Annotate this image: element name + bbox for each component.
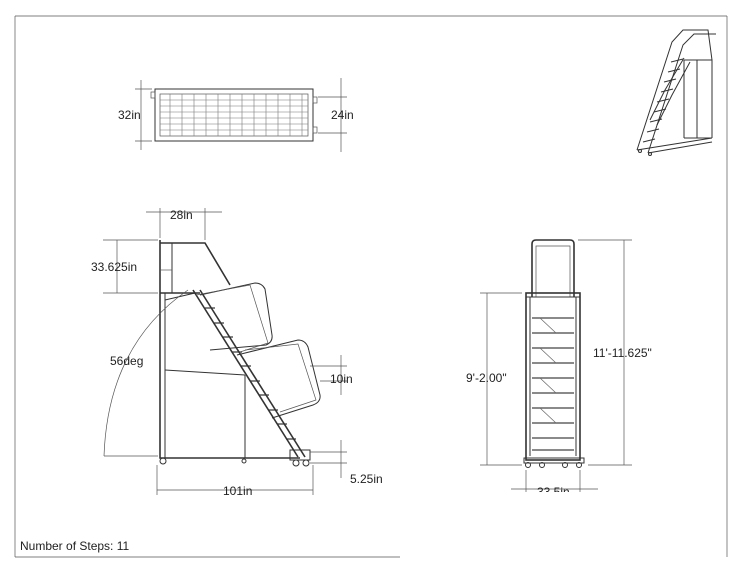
top-platform-label: 24in [331, 108, 354, 122]
overall-height-label: 11'-11.625" [593, 346, 652, 360]
front-view [480, 239, 632, 492]
rail-height-label: 33.625in [91, 260, 137, 274]
base-length-label: 101in [223, 484, 252, 498]
angle-label: 56deg [110, 354, 143, 368]
side-view [103, 208, 347, 495]
step-height-label: 5.25in [350, 472, 383, 486]
platform-height-label: 9'-2.00" [466, 371, 507, 385]
isometric-thumbnail [636, 29, 716, 156]
rail-width-label: 28in [170, 208, 193, 222]
top-width-label: 32in [118, 108, 141, 122]
clip-mask [500, 492, 620, 506]
step-rise-label: 10in [330, 372, 353, 386]
top-view [135, 78, 347, 152]
steps-count-text: Number of Steps: 11 [20, 539, 130, 553]
